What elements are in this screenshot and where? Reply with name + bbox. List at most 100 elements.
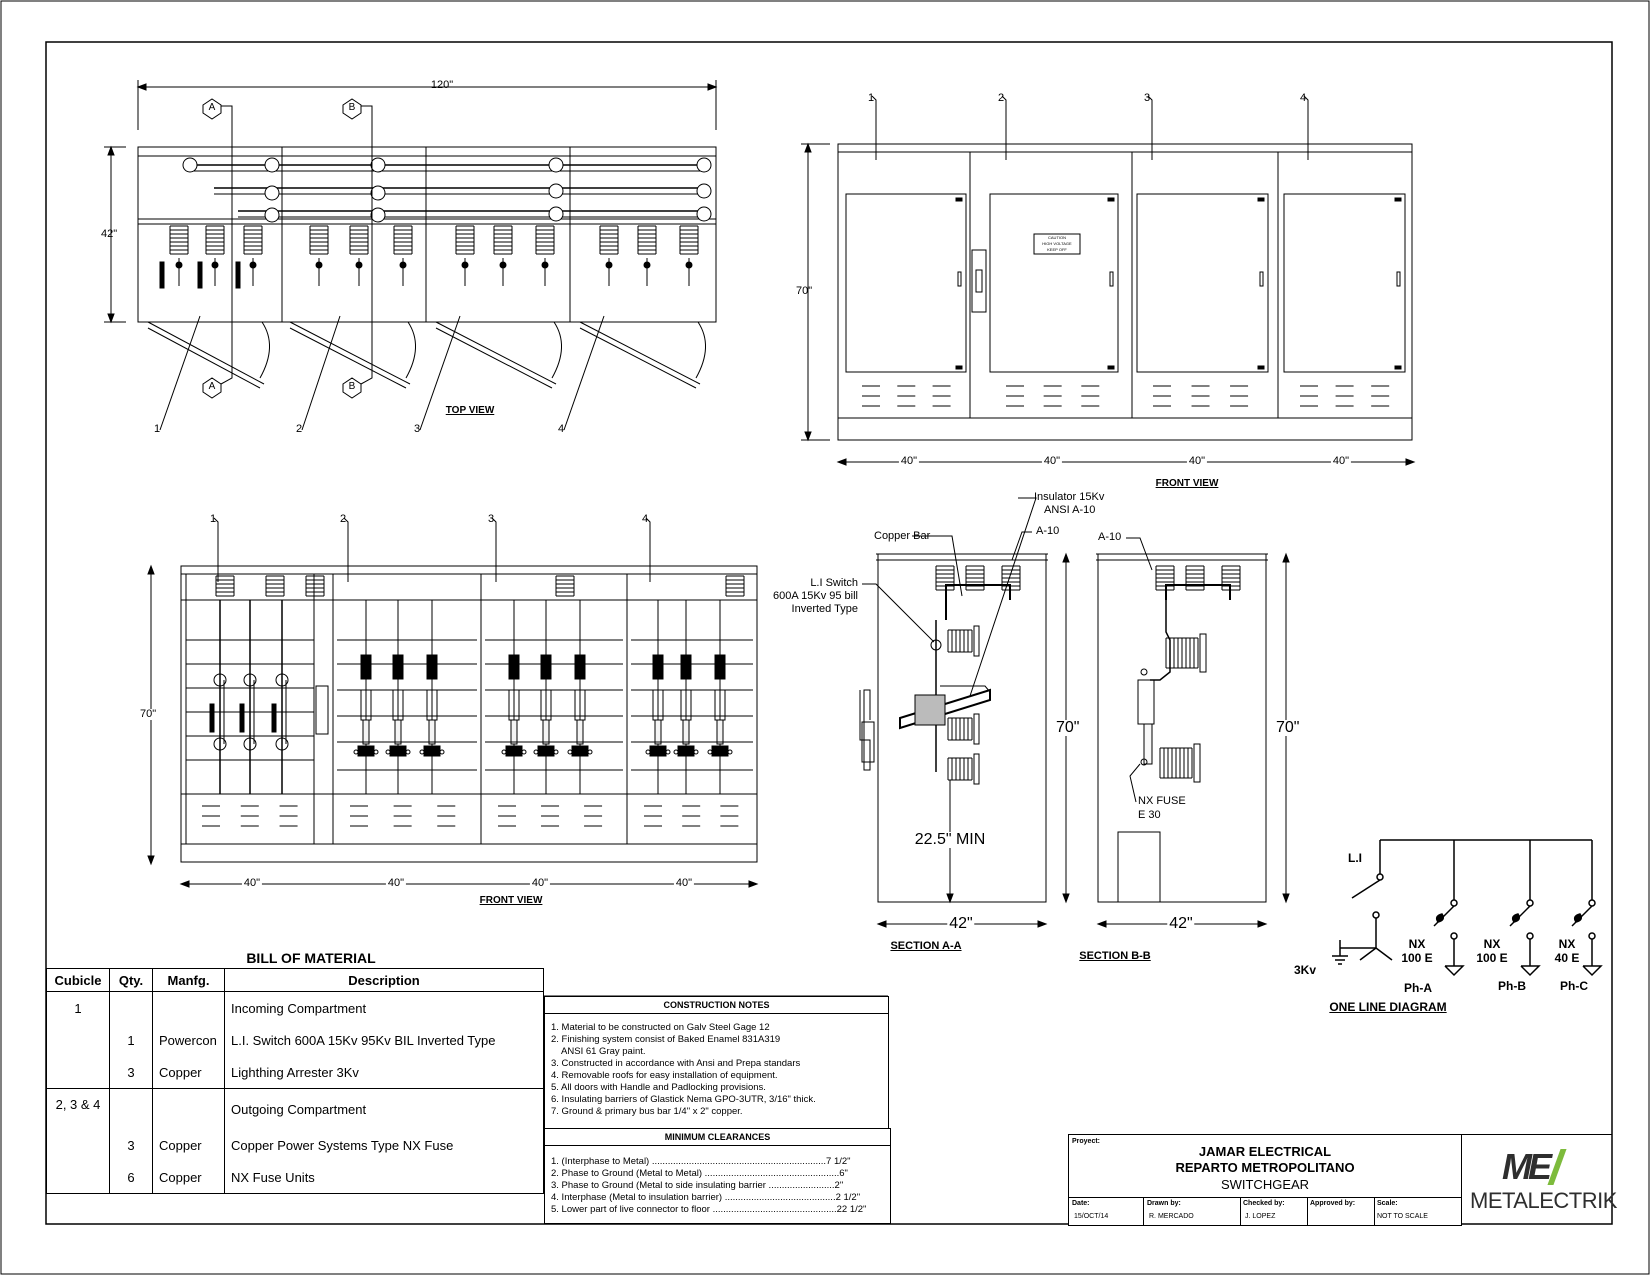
secB-dim-70: 70" xyxy=(1276,719,1300,736)
section-b-b-drawing xyxy=(1096,537,1290,928)
callout-switch-line3: Inverted Type xyxy=(791,603,858,615)
construction-note: 4. Removable roofs for easy installation… xyxy=(551,1070,778,1081)
dim-min-clearance: 22.5" MIN xyxy=(914,831,986,848)
callout-fuse-line2: E 30 xyxy=(1138,809,1161,821)
dim-42-top: 42" xyxy=(101,228,118,240)
one-line-title: ONE LINE DIAGRAM xyxy=(1329,1000,1447,1014)
fv2-number-3: 3 xyxy=(488,513,495,525)
secA-dim-70: 70" xyxy=(1056,719,1080,736)
one-line-diagram xyxy=(1332,839,1603,977)
bom-qty: 3 xyxy=(109,1129,153,1161)
bom-row: 6 Copper NX Fuse Units xyxy=(46,1161,544,1194)
callout-a10-b: A-10 xyxy=(1098,531,1122,543)
title-block-drawn: R. MERCADO xyxy=(1149,1213,1194,1220)
cubicle-number-3: 3 xyxy=(414,423,421,435)
bom-cubicle xyxy=(46,1024,110,1056)
caution-sign-line1: CAUTION xyxy=(1048,235,1066,240)
oneline-nx-b: NX xyxy=(1483,937,1501,951)
clearance-item: 3. Phase to Ground (Metal to side insula… xyxy=(551,1180,844,1191)
construction-note: 1. Material to be constructed on Galv St… xyxy=(551,1022,770,1033)
title-block-subject: SWITCHGEAR xyxy=(1220,1177,1310,1192)
secA-dim-42: 42" xyxy=(947,915,975,932)
bom-row: 1 Powercon L.I. Switch 600A 15Kv 95Kv BI… xyxy=(46,1024,544,1056)
fv1-number-1: 1 xyxy=(868,92,875,104)
secB-dim-42: 42" xyxy=(1167,915,1195,932)
callout-copper-bar: Copper Bar xyxy=(874,530,931,542)
company-logo: ME METALECTRIK xyxy=(1462,1134,1617,1225)
clearance-item: 2. Phase to Ground (Metal to Metal) ....… xyxy=(551,1168,848,1179)
fv2-dim-70: 70" xyxy=(140,708,157,720)
bom-cubicle xyxy=(46,1129,110,1161)
oneline-nx-a: NX xyxy=(1408,937,1426,951)
minimum-clearances-box: MINIMUM CLEARANCES 1. (Interphase to Met… xyxy=(544,1128,891,1224)
oneline-ph-c: Ph-C xyxy=(1560,979,1588,993)
bom-cubicle: 1 xyxy=(46,991,110,1024)
title-block-company: JAMAR ELECTRICAL xyxy=(1198,1144,1332,1159)
fv1-dim-40-c: 40" xyxy=(1186,455,1208,467)
bom-manfg xyxy=(152,1088,225,1129)
section-marker-b-lower: B xyxy=(348,381,356,392)
construction-note: 7. Ground & primary bus bar 1/4" x 2" co… xyxy=(551,1106,743,1117)
fv2-dim-40-b: 40" xyxy=(385,877,407,889)
fv2-dim-40-c: 40" xyxy=(529,877,551,889)
oneline-li: L.I xyxy=(1348,851,1362,865)
bom-description: NX Fuse Units xyxy=(224,1161,544,1194)
bom-description: Outgoing Compartment xyxy=(224,1088,544,1129)
section-a-a-drawing xyxy=(859,497,1070,928)
callout-switch-line1: L.I Switch xyxy=(810,577,858,589)
inner-border xyxy=(45,41,1613,1225)
front-view-interior xyxy=(147,517,759,888)
section-marker-b: B xyxy=(348,102,356,113)
bom-description: Copper Power Systems Type NX Fuse xyxy=(224,1129,544,1161)
title-block-checked-label: Checked by: xyxy=(1243,1200,1285,1207)
bom-title: BILL OF MATERIAL xyxy=(246,950,376,966)
bom-qty xyxy=(109,991,153,1024)
oneline-ph-a: Ph-A xyxy=(1404,981,1432,995)
oneline-3kv: 3Kv xyxy=(1294,963,1317,977)
bom-manfg: Copper xyxy=(152,1129,225,1161)
callout-fuse-line1: NX FUSE xyxy=(1138,795,1186,807)
top-view-title: TOP VIEW xyxy=(445,405,495,416)
bom-qty: 6 xyxy=(109,1161,153,1194)
dim-120: 120" xyxy=(430,79,454,91)
front-view-title-1: FRONT VIEW xyxy=(1155,478,1219,489)
title-block-checked: J. LOPEZ xyxy=(1245,1213,1276,1220)
bom-cubicle: 2, 3 & 4 xyxy=(46,1088,110,1129)
title-block: Proyect: JAMAR ELECTRICAL REPARTO METROP… xyxy=(1068,1134,1462,1226)
caution-sign-line3: KEEP OFF xyxy=(1047,247,1067,252)
bom-header-row: Cubicle Qty. Manfg. Description xyxy=(46,968,544,992)
bom-description: L.I. Switch 600A 15Kv 95Kv BIL Inverted … xyxy=(224,1024,544,1056)
bom-row: 1 Incoming Compartment xyxy=(46,991,544,1024)
bom-manfg: Copper xyxy=(152,1056,225,1089)
construction-notes-title: CONSTRUCTION NOTES xyxy=(545,997,888,1014)
fv1-dim-40-a: 40" xyxy=(898,455,920,467)
bom-header-manfg: Manfg. xyxy=(152,968,225,992)
fv1-number-3: 3 xyxy=(1144,92,1151,104)
bill-of-material-table: Cubicle Qty. Manfg. Description 1 Incomi… xyxy=(46,968,544,1194)
fv1-number-2: 2 xyxy=(998,92,1005,104)
bom-header-cubicle: Cubicle xyxy=(46,968,110,992)
cubicle-number-2: 2 xyxy=(296,423,303,435)
fv1-dim-70: 70" xyxy=(796,285,813,297)
bom-qty xyxy=(109,1088,153,1129)
bom-qty: 3 xyxy=(109,1056,153,1089)
title-block-date-label: Date: xyxy=(1072,1200,1090,1207)
title-block-scale-label: Scale: xyxy=(1377,1200,1398,1207)
fv1-dim-40-d: 40" xyxy=(1330,455,1352,467)
title-block-project-label: Proyect: xyxy=(1072,1138,1101,1145)
title-block-scale: NOT TO SCALE xyxy=(1377,1213,1428,1220)
bom-description: Lighthing Arrester 3Kv xyxy=(224,1056,544,1089)
fv2-number-4: 4 xyxy=(642,513,649,525)
bom-header-description: Description xyxy=(224,968,544,992)
fv1-dim-40-b: 40" xyxy=(1041,455,1063,467)
bom-manfg: Copper xyxy=(152,1161,225,1194)
logo-mark: ME xyxy=(1502,1146,1552,1187)
oneline-ph-b: Ph-B xyxy=(1498,979,1526,993)
title-block-date: 15/OCT/14 xyxy=(1074,1213,1109,1220)
cubicle-number-1: 1 xyxy=(154,423,161,435)
oneline-e-c: 40 E xyxy=(1554,951,1580,965)
construction-note: 2. Finishing system consist of Baked Ena… xyxy=(551,1034,781,1045)
